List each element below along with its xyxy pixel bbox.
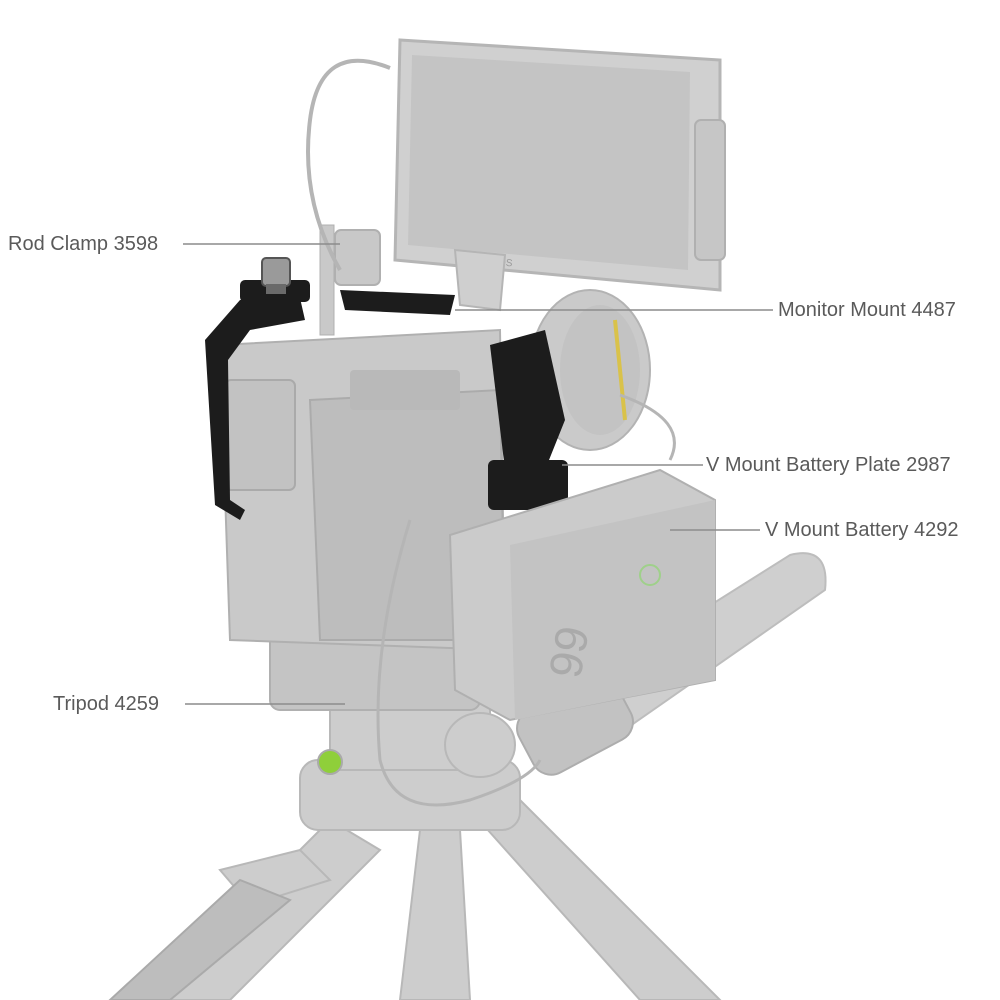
label-battery-plate: V Mount Battery Plate 2987 — [706, 454, 951, 476]
label-monitor-mount: Monitor Mount 4487 — [778, 299, 956, 321]
tripod-handle — [108, 878, 292, 1000]
cage-knob — [261, 257, 291, 294]
camera-body — [218, 328, 507, 652]
label-battery: V Mount Battery 4292 — [765, 519, 959, 541]
label-tripod: Tripod 4259 — [53, 693, 159, 715]
battery-number: 99 — [539, 622, 599, 681]
rod-clamp-body — [334, 229, 381, 286]
cable-lower — [376, 519, 542, 807]
monitor-arm — [453, 248, 507, 312]
v-mount-battery: 99 — [448, 468, 716, 722]
bubble-level — [317, 749, 343, 775]
monitor: ATOMOS — [393, 38, 726, 292]
label-rod-clamp: Rod Clamp 3598 — [8, 233, 159, 255]
cable — [306, 58, 391, 271]
leader-lines — [183, 243, 773, 705]
tripod — [148, 699, 722, 1000]
